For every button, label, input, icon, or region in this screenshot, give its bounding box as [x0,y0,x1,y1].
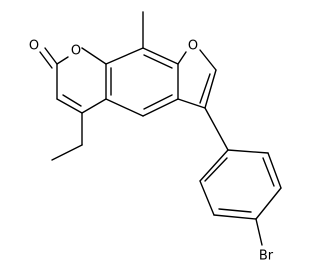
bond-to-br [255,218,263,246]
bond-o1-c8a [81,47,107,65]
bond-c2f-c3f-inner [199,73,211,104]
atom-furan-oxygen: O [188,39,198,54]
bond-c4-c4a [81,98,107,114]
atom-labels: O O O Br [29,39,274,264]
bond-c2-o1 [56,56,69,65]
bond-ph-5 [267,152,282,189]
bond-ethyl-2 [51,144,83,161]
atom-bromine: Br [259,249,274,264]
bond-c3-c4-inner [62,94,82,107]
bond-c3-c4 [56,98,83,114]
bond-ph-1 [199,149,229,182]
bond-c5-c4a [105,98,144,117]
bond-c2f-c3f [204,69,217,109]
bond-c8-c8b-inner [143,54,173,69]
bond-ph-5-inner [262,157,275,187]
bond-c8b-o [177,51,187,65]
bonds [39,11,282,246]
bond-ph-4 [255,187,282,220]
bond-to-phenyl [204,107,229,151]
bond-ph-1-inner [204,157,228,182]
bond-o-c2f [199,49,217,71]
atom-carbonyl-oxygen: O [29,39,39,54]
atom-ring-oxygen: O [71,44,81,59]
bond-c4b-c5 [142,98,179,117]
bond-ph-3 [213,214,257,220]
bond-c4b-c5-inner [143,94,173,110]
bond-ph-2 [199,180,215,216]
bond-carbonyl-double-b [39,51,53,69]
bond-c3f-c4b [177,98,206,109]
bond-c8-c8b [142,47,179,65]
bond-c8a-c8 [105,47,144,65]
chemical-structure-diagram: O O O Br [29,11,282,264]
bond-ph-6 [227,149,269,154]
bond-ph-3-inner [218,208,252,213]
bond-carbonyl-double-a [44,47,58,65]
